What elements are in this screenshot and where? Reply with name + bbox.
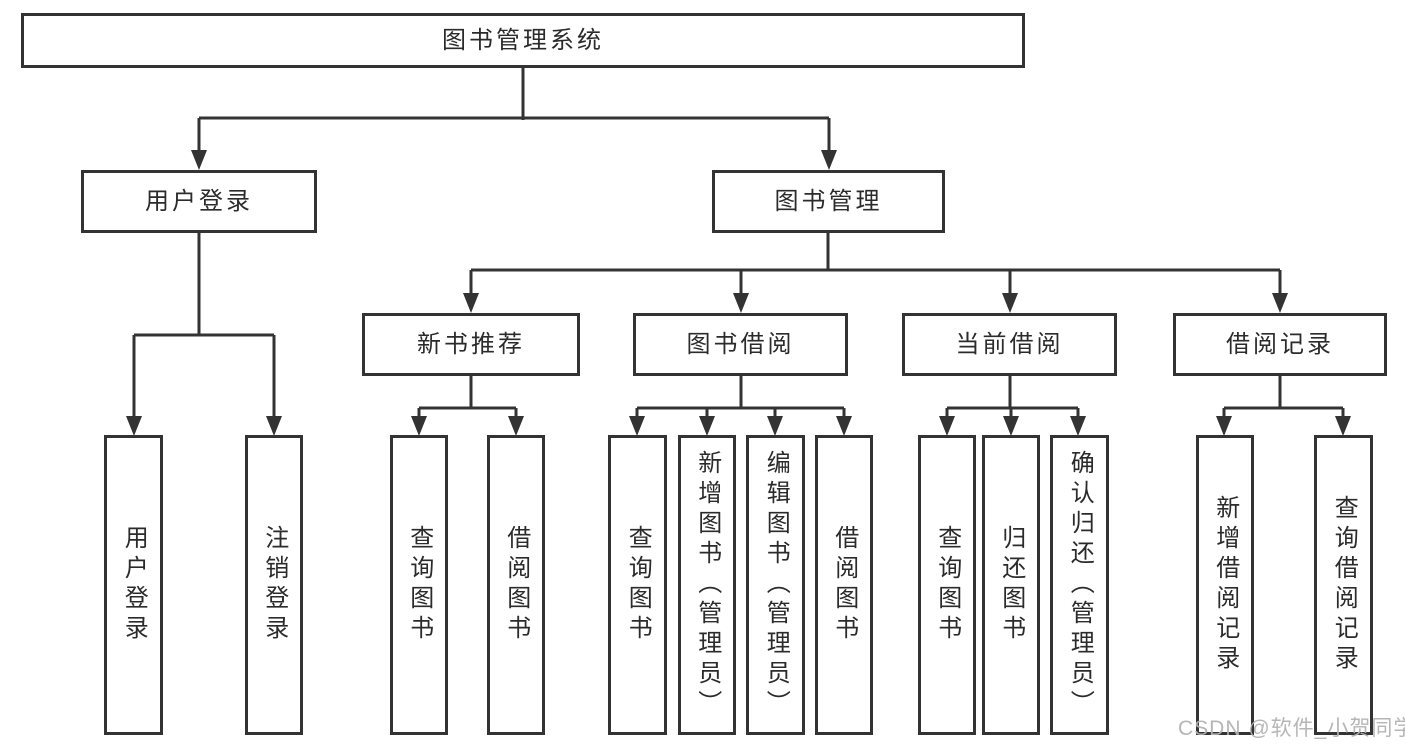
node-label: 归还图书 <box>997 525 1025 645</box>
node-label: 用户登录 <box>145 187 253 215</box>
arrow-down-icon <box>939 416 955 436</box>
node-leaf-logout: 注销登录 <box>245 435 303 735</box>
arrow-down-icon <box>1003 416 1019 436</box>
node-label: 查询图书 <box>405 525 433 645</box>
node-new-book-recommend: 新书推荐 <box>362 313 580 376</box>
node-leaf-add-book-admin: 新增图书（管理员） <box>678 435 736 735</box>
node-label: 用户登录 <box>120 525 148 645</box>
arrow-down-icon <box>463 293 479 313</box>
node-label: 借阅记录 <box>1226 330 1334 358</box>
arrow-down-icon <box>508 416 524 436</box>
node-borrowing-records: 借阅记录 <box>1173 313 1387 376</box>
node-leaf-borrow-books-recommend: 借阅图书 <box>487 435 545 735</box>
node-leaf-query-books-current: 查询图书 <box>918 435 976 735</box>
arrow-down-icon <box>266 416 282 436</box>
node-label: 编辑图书（管理员） <box>762 450 790 720</box>
node-label: 图书管理系统 <box>442 26 604 54</box>
node-book-management: 图书管理 <box>712 170 945 233</box>
node-label: 借阅图书 <box>502 525 530 645</box>
node-leaf-edit-book-admin: 编辑图书（管理员） <box>746 435 805 735</box>
node-label: 查询图书 <box>624 525 652 645</box>
node-leaf-add-borrow-record: 新增借阅记录 <box>1196 435 1254 735</box>
arrow-down-icon <box>1070 416 1086 436</box>
node-label: 图书借阅 <box>686 330 795 358</box>
arrow-down-icon <box>767 416 783 436</box>
node-label: 借阅图书 <box>830 525 858 645</box>
node-leaf-borrow-books-borrowing: 借阅图书 <box>815 435 873 735</box>
arrow-down-icon <box>126 416 142 436</box>
arrow-down-icon <box>411 416 427 436</box>
arrow-down-icon <box>821 150 837 170</box>
node-leaf-query-books-recommend: 查询图书 <box>390 435 448 735</box>
arrow-down-icon <box>629 416 645 436</box>
node-label: 确认归还（管理员） <box>1066 450 1094 720</box>
node-label: 新书推荐 <box>417 330 525 358</box>
node-leaf-query-books-borrowing: 查询图书 <box>608 435 667 735</box>
node-leaf-return-book: 归还图书 <box>982 435 1040 735</box>
node-label: 当前借阅 <box>955 330 1064 358</box>
node-label: 新增借阅记录 <box>1211 495 1239 675</box>
arrow-down-icon <box>733 293 749 313</box>
arrow-down-icon <box>1335 416 1351 436</box>
arrow-down-icon <box>836 416 852 436</box>
node-label: 图书管理 <box>774 187 883 215</box>
arrow-down-icon <box>1272 293 1288 313</box>
node-leaf-user-login: 用户登录 <box>104 435 163 735</box>
node-label: 注销登录 <box>260 525 288 645</box>
csdn-watermark: CSDN @软件_小贺同学 <box>1178 717 1405 740</box>
node-label: 查询图书 <box>933 525 961 645</box>
node-root-library-system: 图书管理系统 <box>21 13 1025 68</box>
node-label: 新增图书（管理员） <box>693 450 721 720</box>
node-current-borrowing: 当前借阅 <box>902 313 1117 376</box>
node-leaf-query-borrow-record: 查询借阅记录 <box>1314 435 1373 735</box>
arrow-down-icon <box>1002 293 1018 313</box>
arrow-down-icon <box>191 150 207 170</box>
arrow-down-icon <box>1216 416 1232 436</box>
node-leaf-confirm-return-admin: 确认归还（管理员） <box>1050 435 1109 735</box>
arrow-down-icon <box>699 416 715 436</box>
node-label: 查询借阅记录 <box>1330 495 1358 675</box>
node-user-login: 用户登录 <box>81 170 317 233</box>
node-book-borrowing: 图书借阅 <box>633 313 848 376</box>
